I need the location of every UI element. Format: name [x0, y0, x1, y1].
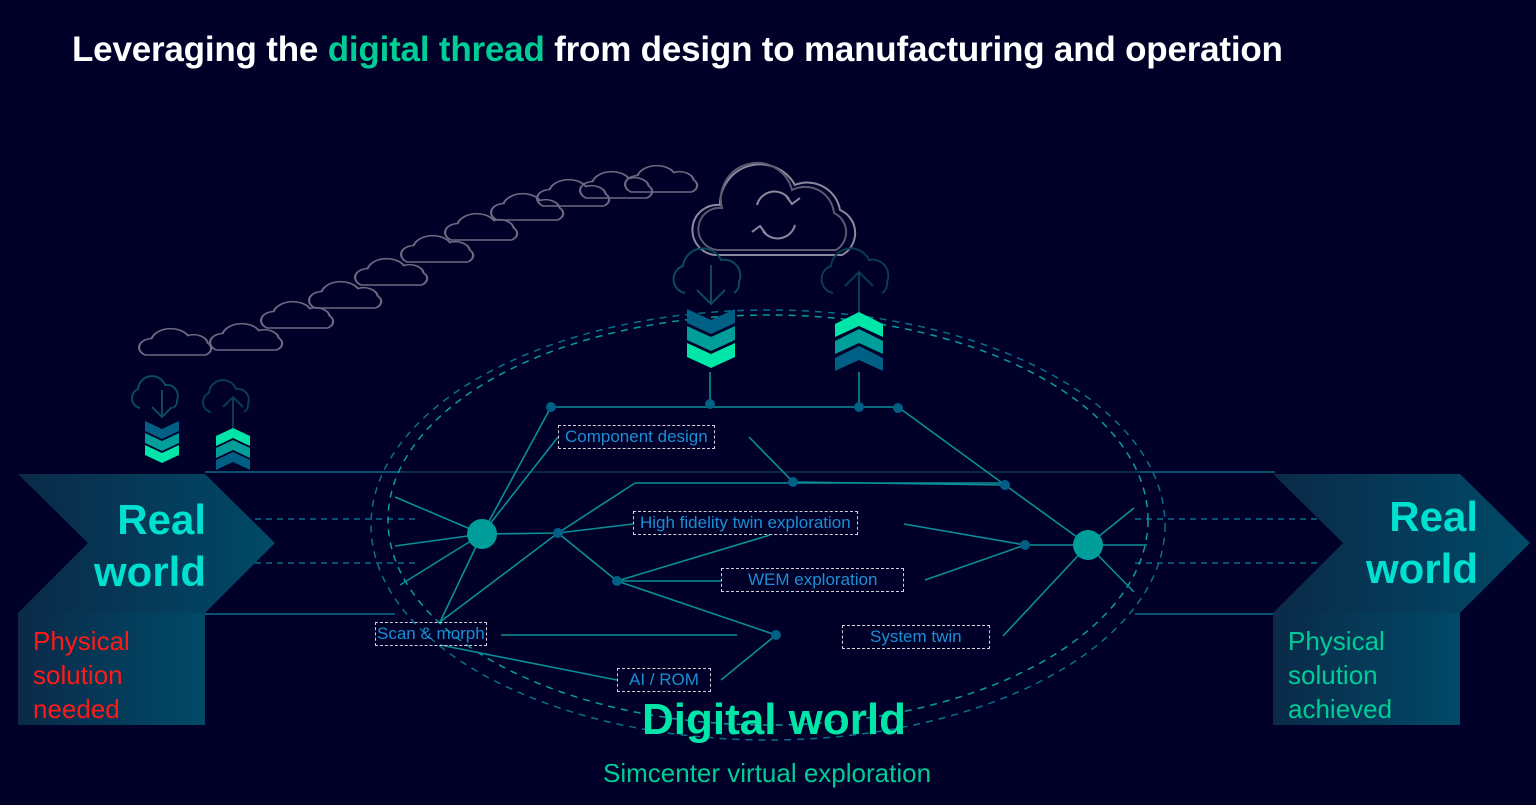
right-sub-line3: achieved	[1288, 694, 1393, 724]
network-lines	[394, 372, 1147, 681]
small-cloud-download-icon	[130, 375, 179, 463]
left-real-world-title: Real world	[70, 494, 206, 598]
cloud-upload-icon	[820, 247, 890, 371]
node-scan-morph: Scan & morph	[375, 622, 487, 646]
left-sub-line3: needed	[33, 694, 120, 724]
node-component-design: Component design	[558, 425, 715, 449]
hub-node-left	[467, 519, 497, 549]
left-sub-line1: Physical	[33, 626, 130, 656]
left-real-world-panel	[18, 474, 275, 725]
node-ai-rom: AI / ROM	[617, 668, 711, 692]
right-sub-line1: Physical	[1288, 626, 1385, 656]
right-real-world-panel	[1273, 474, 1530, 725]
right-sub-line2: solution	[1288, 660, 1378, 690]
title-accent: digital thread	[327, 30, 545, 69]
digital-world-title: Digital world	[642, 695, 906, 744]
title-part1: Leveraging the	[72, 30, 328, 69]
right-physical-solution-achieved: Physical solution achieved	[1288, 624, 1392, 726]
cloud-sync-icon	[691, 161, 857, 256]
page-title: Leveraging the digital thread from desig…	[72, 30, 1283, 70]
node-system-twin: System twin	[842, 625, 990, 649]
network-nodes	[467, 399, 1103, 640]
hub-node-right	[1073, 530, 1103, 560]
left-sub-line2: solution	[33, 660, 123, 690]
title-part2: from design to manufacturing and operati…	[544, 30, 1283, 69]
right-title-line1: Real	[1389, 493, 1478, 540]
digital-world-ellipses	[370, 309, 1166, 741]
left-title-line2: world	[94, 548, 206, 595]
node-wem-exploration: WEM exploration	[721, 568, 905, 592]
cloud-download-icon	[672, 247, 742, 368]
right-title-line2: world	[1366, 545, 1478, 592]
left-physical-solution-needed: Physical solution needed	[33, 624, 130, 726]
node-high-fidelity-twin-exploration: High fidelity twin exploration	[633, 511, 858, 535]
right-real-world-title: Real world	[1340, 491, 1478, 595]
left-title-line1: Real	[117, 496, 206, 543]
small-cloud-upload-icon	[201, 379, 250, 470]
digital-world-subtitle: Simcenter virtual exploration	[603, 758, 932, 788]
